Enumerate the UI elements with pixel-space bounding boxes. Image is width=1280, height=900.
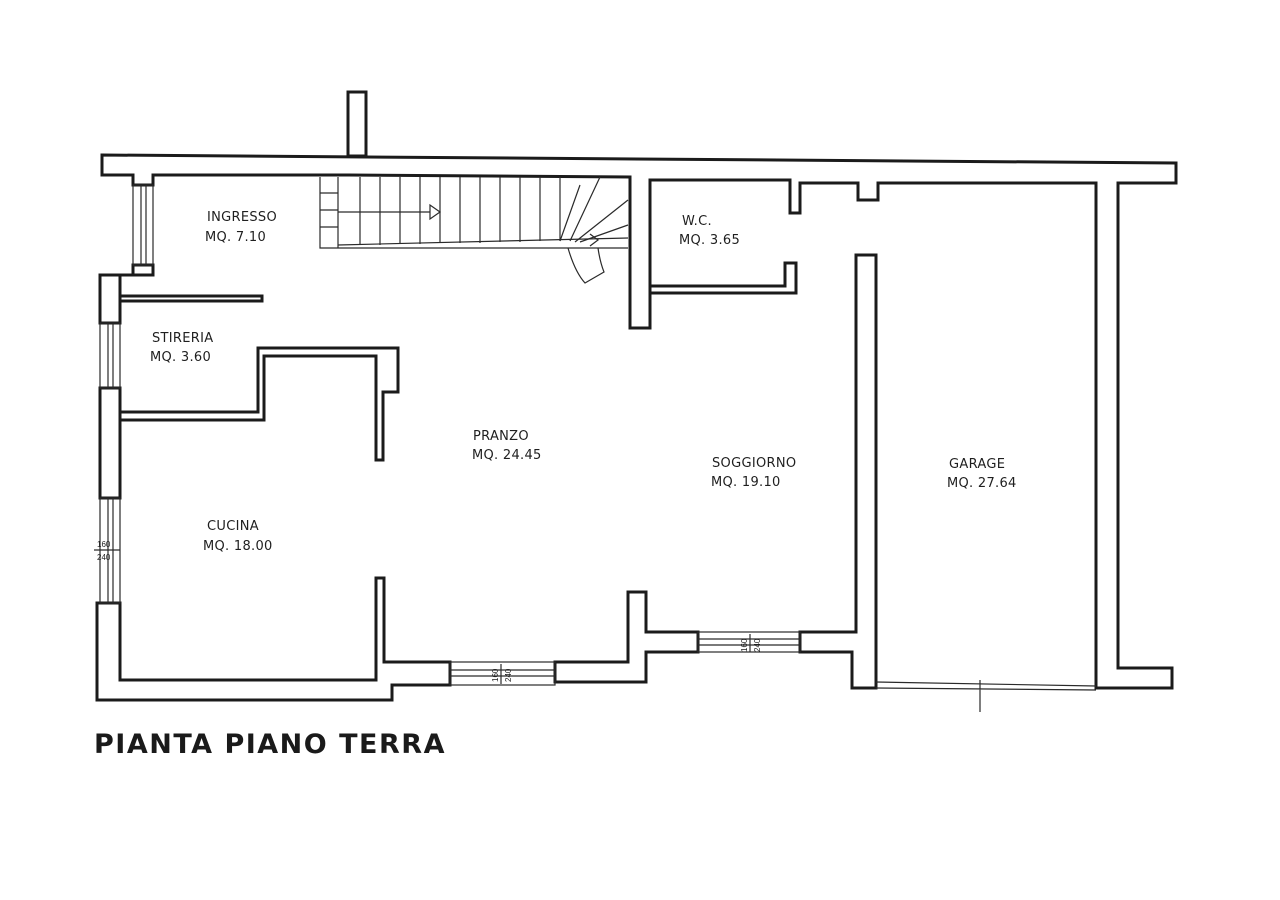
stireria-wall xyxy=(118,346,400,462)
window-west-height: 240 xyxy=(97,553,111,562)
room-area-ingresso: MQ. 7.10 xyxy=(205,230,266,245)
room-soggiorno: SOGGIORNO MQ. 19.10 xyxy=(711,456,796,490)
window-ingresso xyxy=(132,184,154,266)
room-cucina: CUCINA MQ. 18.00 xyxy=(203,519,273,554)
room-area-stireria: MQ. 3.60 xyxy=(150,350,211,365)
room-wc: W.C. MQ. 3.65 xyxy=(679,214,740,248)
window-soggiorno xyxy=(697,631,801,653)
room-name-wc: W.C. xyxy=(682,214,712,229)
room-stireria: STIRERIA MQ. 3.60 xyxy=(150,331,213,365)
staircase xyxy=(319,176,629,284)
window-south1-width: 160 xyxy=(491,668,500,682)
top-column xyxy=(346,90,368,158)
room-name-garage: GARAGE xyxy=(949,457,1005,472)
room-ingresso: INGRESSO MQ. 7.10 xyxy=(205,210,277,245)
window-south2-height: 240 xyxy=(753,638,762,652)
west-wall-middle xyxy=(98,386,122,500)
ingresso-divider xyxy=(118,294,264,303)
south-west-wall xyxy=(95,576,452,702)
room-garage: GARAGE MQ. 27.64 xyxy=(947,457,1017,491)
window-south1-height: 240 xyxy=(504,668,513,682)
room-area-wc: MQ. 3.65 xyxy=(679,233,740,248)
window-stireria xyxy=(99,322,121,389)
window-dimension-south1: 160 240 xyxy=(491,664,513,684)
wc-wall xyxy=(648,261,798,295)
walls xyxy=(95,90,1178,712)
room-area-soggiorno: MQ. 19.10 xyxy=(711,475,781,490)
room-name-stireria: STIRERIA xyxy=(152,331,213,346)
window-west-width: 160 xyxy=(97,540,111,549)
window-pranzo xyxy=(449,661,556,686)
room-name-cucina: CUCINA xyxy=(207,519,259,534)
plan-title: PIANTA PIANO TERRA xyxy=(94,729,446,760)
window-south2-width: 160 xyxy=(740,638,749,652)
room-area-cucina: MQ. 18.00 xyxy=(203,539,273,554)
window-dimension-south2: 160 240 xyxy=(740,634,762,652)
garage-door xyxy=(875,680,1097,712)
room-area-garage: MQ. 27.64 xyxy=(947,476,1017,491)
west-wall-upper xyxy=(98,263,155,325)
south-wall-middle xyxy=(553,590,700,684)
room-pranzo: PRANZO MQ. 24.45 xyxy=(472,429,542,463)
room-name-pranzo: PRANZO xyxy=(473,429,529,444)
room-name-ingresso: INGRESSO xyxy=(207,210,277,225)
top-wall xyxy=(100,153,1178,690)
window-dimension-west: 160 240 xyxy=(94,540,120,562)
room-area-pranzo: MQ. 24.45 xyxy=(472,448,542,463)
room-name-soggiorno: SOGGIORNO xyxy=(712,456,796,471)
windows xyxy=(99,184,801,686)
south-wall-right xyxy=(798,253,878,690)
